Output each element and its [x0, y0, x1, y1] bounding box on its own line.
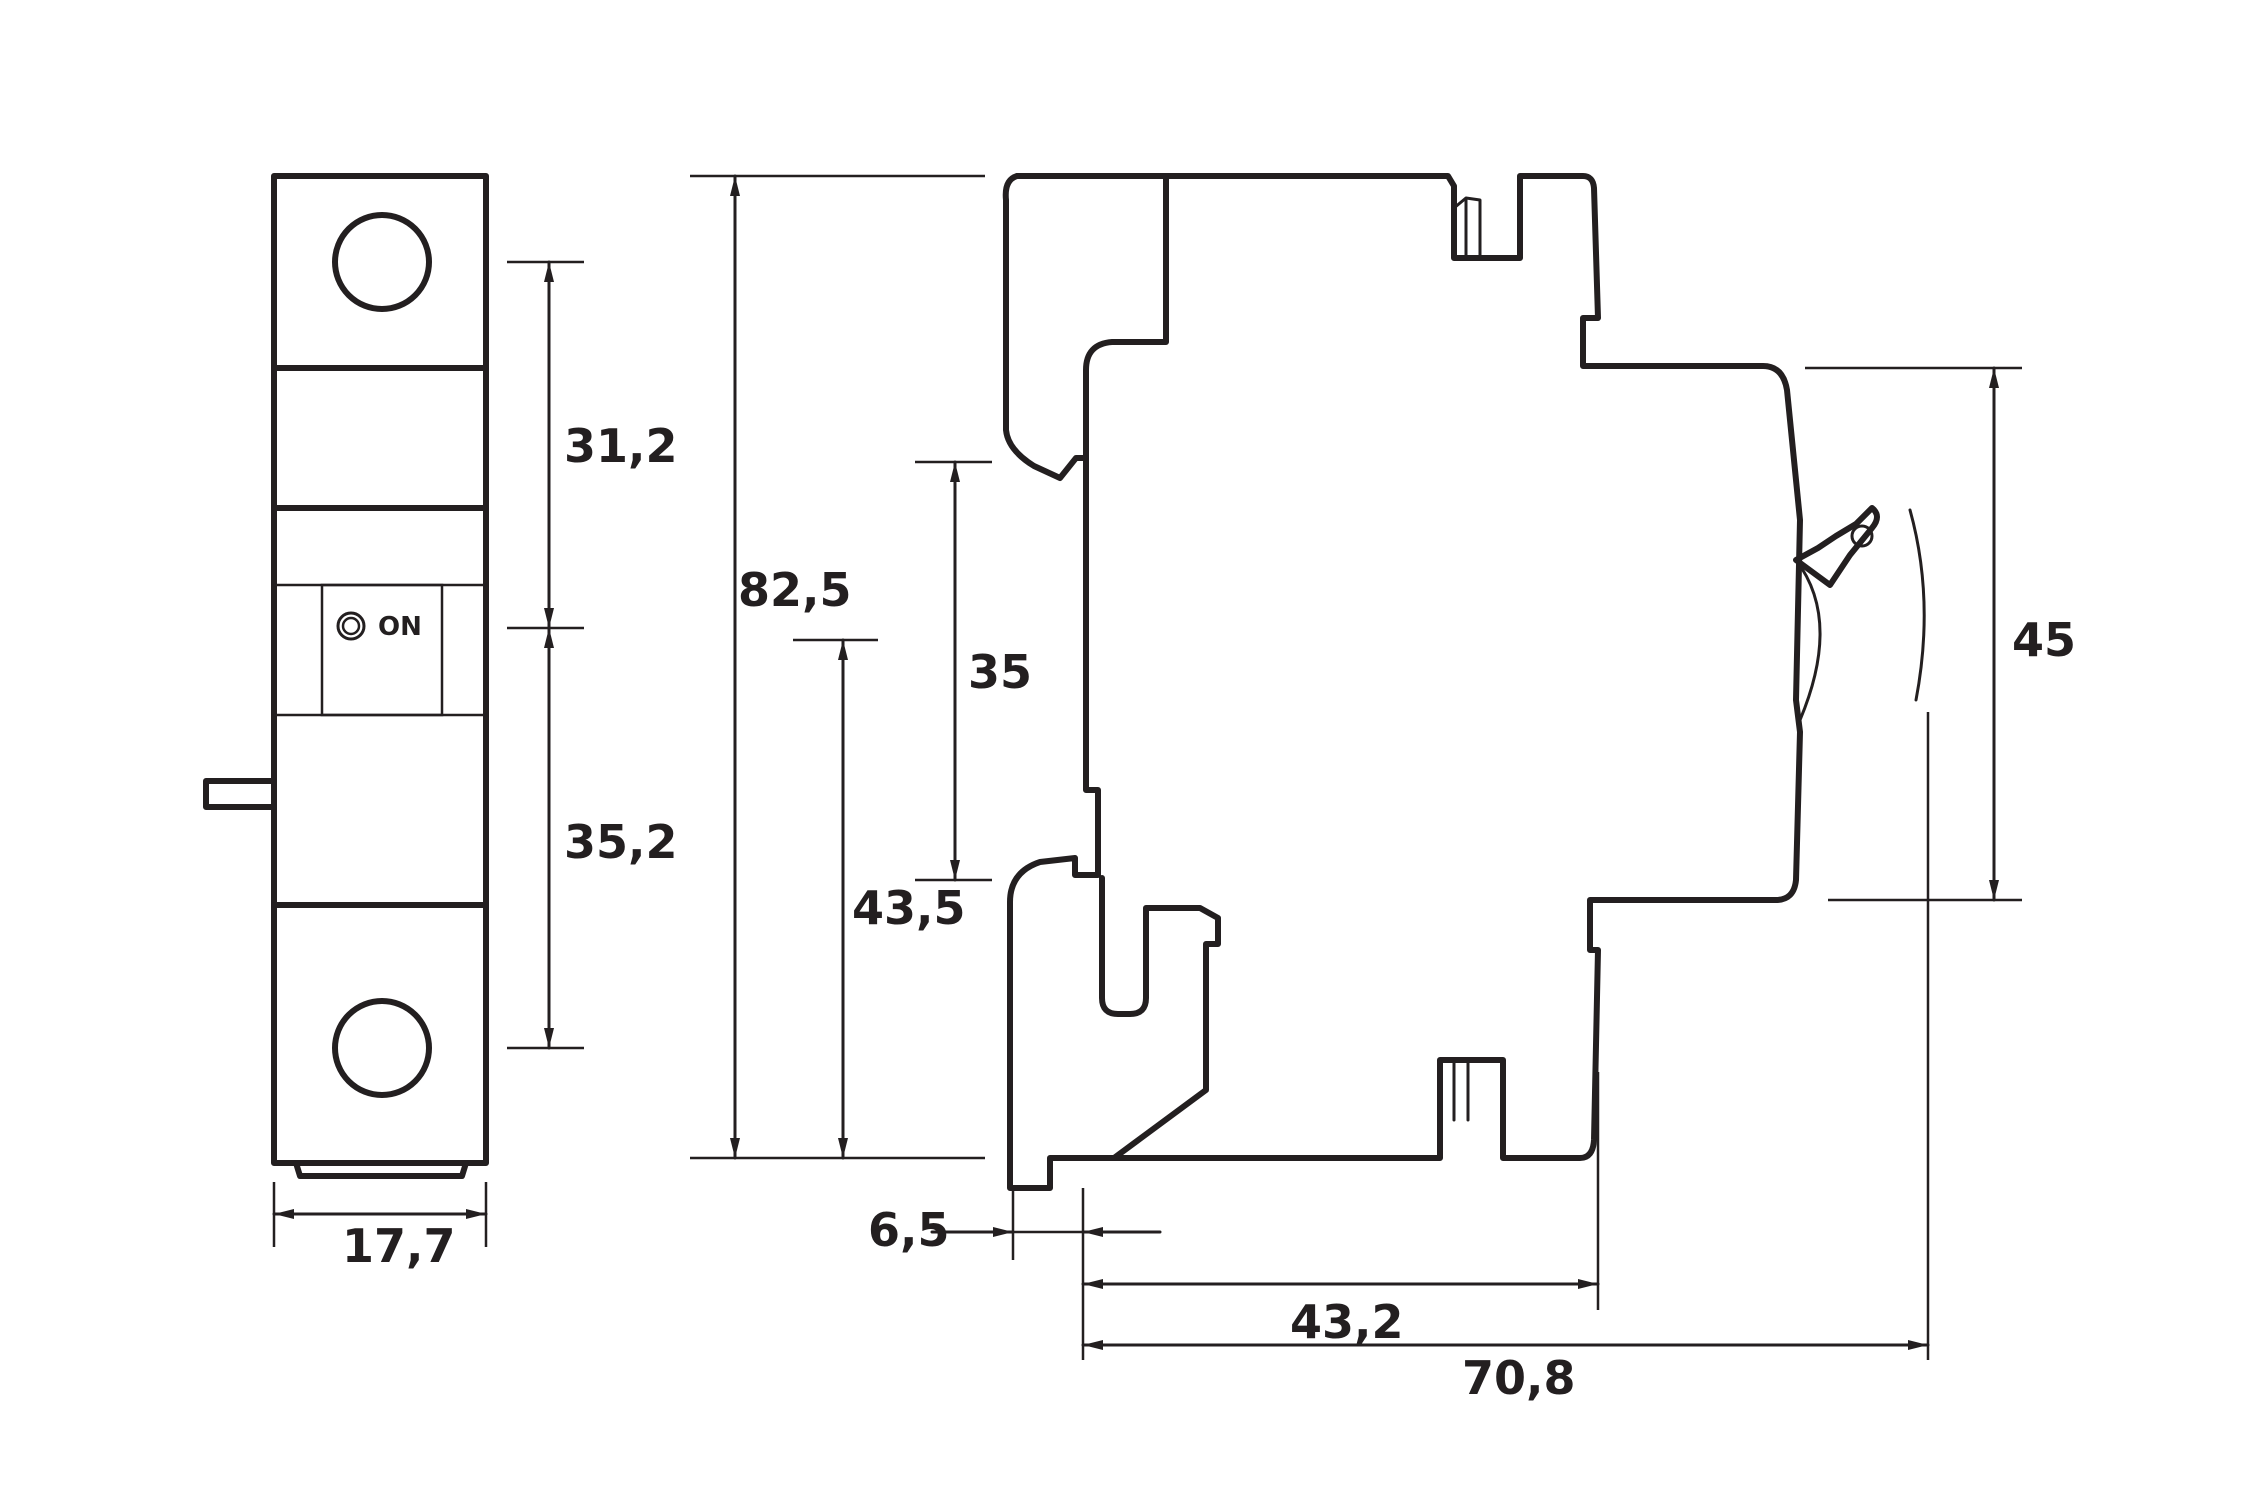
side-dimensions: 82,5 35 43,5 45 6,5 43,2 70,8	[690, 174, 2076, 1405]
side-view	[1002, 173, 1926, 1191]
front-face-arc	[1908, 508, 1926, 702]
dim-rail-height: 35	[968, 645, 1032, 699]
bottom-terminal-screw-icon	[332, 998, 432, 1098]
side-body-outline	[1007, 173, 1803, 1191]
din-clip-foot	[293, 1160, 469, 1179]
lever-arc	[1794, 558, 1822, 722]
dim-width-front: 17,7	[342, 1219, 456, 1273]
dim-rail-to-front-face: 43,2	[1290, 1295, 1404, 1349]
dim-upper-height: 31,2	[564, 419, 678, 473]
top-terminal-screw-icon	[332, 212, 432, 312]
dim-rail-to-bottom: 43,5	[852, 881, 966, 935]
dim-rail-offset: 6,5	[868, 1203, 950, 1257]
front-dimensions: 31,2 35,2 17,7	[272, 260, 678, 1273]
front-view: ON	[203, 173, 489, 1179]
dim-front-height: 45	[2012, 613, 2076, 667]
toggle-lever-side	[1793, 505, 1880, 588]
front-on-label: ON	[378, 612, 422, 642]
dim-lower-height: 35,2	[564, 815, 678, 869]
status-indicator-icon	[336, 611, 366, 641]
toggle-lever	[203, 778, 277, 810]
front-label-window	[320, 583, 444, 717]
lever-pivot-icon	[1850, 524, 1874, 548]
dim-total-height: 82,5	[738, 563, 852, 617]
dim-total-depth: 70,8	[1462, 1351, 1576, 1405]
status-indicator-inner	[341, 616, 361, 636]
side-top-hook	[1002, 173, 1089, 481]
top-slot-detail	[1452, 196, 1482, 260]
din-rail-clip	[1099, 875, 1221, 1161]
front-body-outline	[271, 173, 489, 1166]
